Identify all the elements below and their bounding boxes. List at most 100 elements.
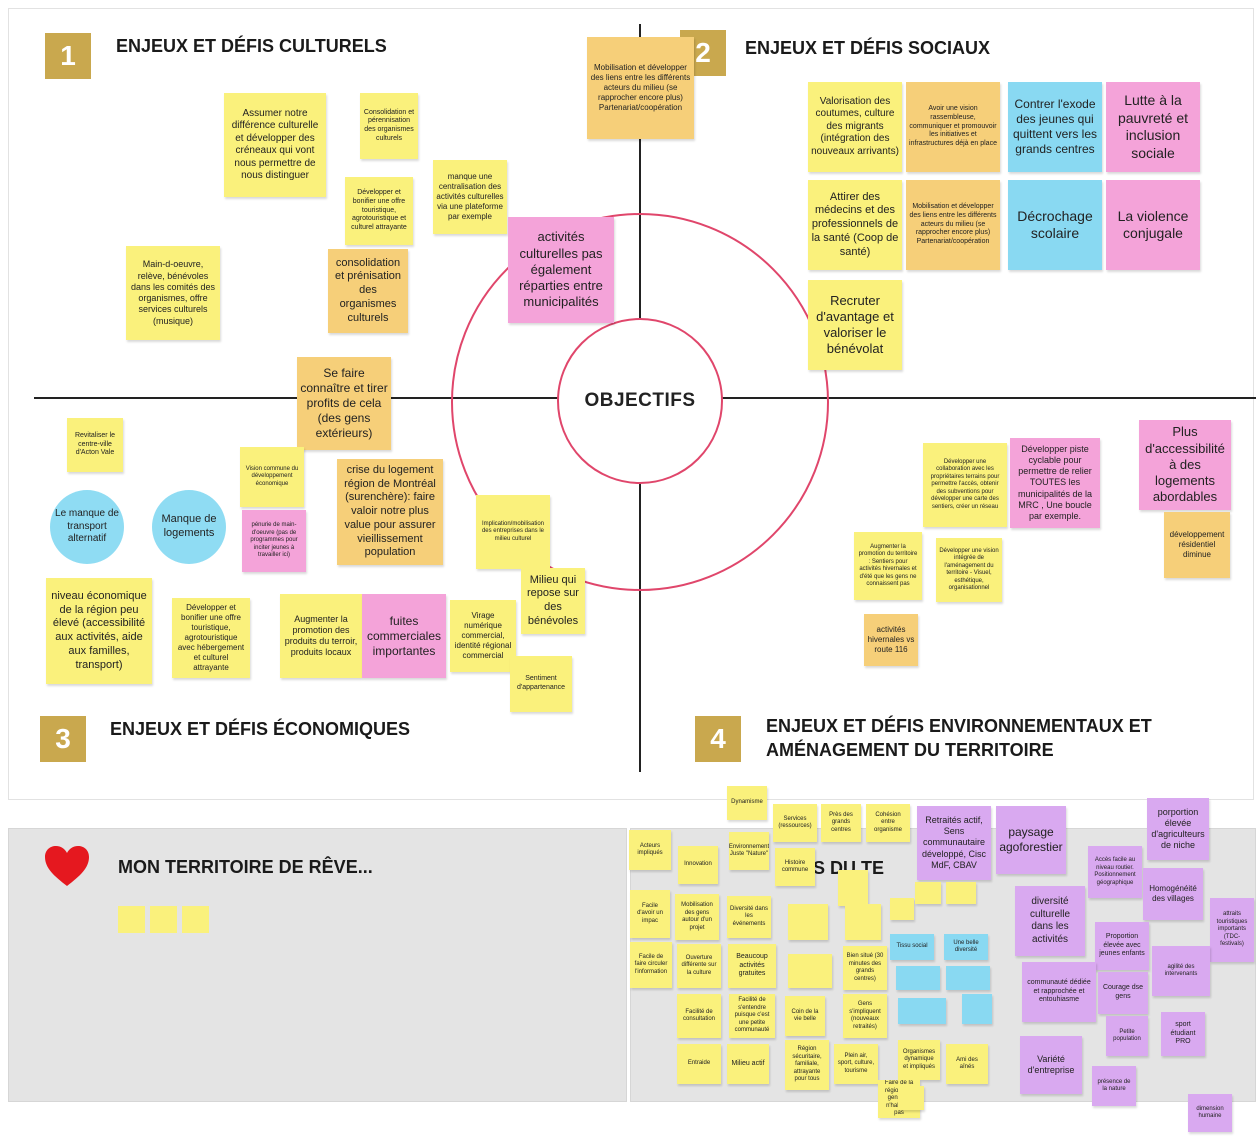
sticky-note[interactable] bbox=[946, 966, 990, 990]
sticky-note[interactable]: Recruter d'avantage et valoriser le béné… bbox=[808, 280, 902, 370]
sticky-note[interactable]: Mobilisation et développer des liens ent… bbox=[906, 180, 1000, 270]
circle-sticker[interactable]: Le manque de transport alternatif bbox=[50, 490, 124, 564]
sticky-note[interactable]: Assumer notre différence culturelle et d… bbox=[224, 93, 326, 197]
sticky-note[interactable]: Retraités actif, Sens communautaire déve… bbox=[917, 806, 991, 880]
sticky-note[interactable]: présence de la nature bbox=[1092, 1066, 1136, 1106]
sticky-note[interactable]: Région sécuritaire, familiale, attrayant… bbox=[785, 1040, 829, 1090]
sticky-note[interactable]: Développer une vision intégrée de l'amén… bbox=[936, 538, 1002, 602]
sticky-note[interactable]: Gens s'impliquent (nouveaux retraités) bbox=[843, 994, 887, 1038]
sticky-note[interactable]: crise du logement région de Montréal (su… bbox=[337, 459, 443, 565]
sticky-note[interactable] bbox=[890, 898, 914, 920]
sticky-note[interactable]: Revitaliser le centre-ville d'Acton Vale bbox=[67, 418, 123, 472]
sticky-note[interactable]: Développer une collaboration avec les pr… bbox=[923, 443, 1007, 527]
sticky-note[interactable]: Diversité dans les événements bbox=[727, 896, 771, 938]
sticky-note[interactable]: Entraide bbox=[677, 1044, 721, 1084]
sticky-note[interactable]: Plein air, sport, culture, tourisme bbox=[834, 1044, 878, 1084]
sticky-note[interactable]: Développer piste cyclable pour permettre… bbox=[1010, 438, 1100, 528]
sticky-note[interactable]: Sentiment d'appartenance bbox=[510, 656, 572, 712]
sticky-note[interactable]: Acteurs impliqués bbox=[629, 830, 671, 870]
sticky-note[interactable]: Milieu qui repose sur des bénévoles bbox=[521, 568, 585, 634]
sticky-note[interactable]: manque une centralisation des activités … bbox=[433, 160, 507, 234]
sticky-note[interactable] bbox=[946, 882, 976, 904]
sticky-note[interactable]: communauté dédiée et rapprochée et entou… bbox=[1022, 962, 1096, 1022]
sticky-note[interactable]: Services (ressources) bbox=[773, 804, 817, 842]
sticky-note[interactable]: Contrer l'exode des jeunes qui quittent … bbox=[1008, 82, 1102, 172]
sticky-note[interactable] bbox=[788, 954, 832, 988]
sticky-note[interactable] bbox=[896, 966, 940, 990]
sticky-note[interactable]: Une belle diversité bbox=[944, 934, 988, 960]
sticky-note[interactable]: Facile d'avoir un impac bbox=[630, 890, 670, 938]
objectives-label: OBJECTIFS bbox=[584, 390, 696, 411]
sticky-note[interactable]: Augmenter la promotion des produits du t… bbox=[280, 594, 362, 678]
sticky-note[interactable]: Facilité de consultation bbox=[677, 994, 721, 1038]
sticky-note[interactable]: Vision commune du développement économiq… bbox=[240, 447, 304, 507]
sticky-note[interactable]: Facile de faire circuler l'information bbox=[630, 942, 672, 988]
sticky-note[interactable]: Organismes dynamique et impliqués bbox=[898, 1040, 940, 1080]
sticky-note[interactable]: sport étudiant PRO bbox=[1161, 1012, 1205, 1056]
sticky-note[interactable]: Décrochage scolaire bbox=[1008, 180, 1102, 270]
sticky-note[interactable] bbox=[915, 882, 941, 904]
sticky-note[interactable]: activités culturelles pas également répa… bbox=[508, 217, 614, 323]
sticky-note[interactable]: Courage dse gens bbox=[1098, 972, 1148, 1014]
sticky-note[interactable]: La violence conjugale bbox=[1106, 180, 1200, 270]
sticky-note[interactable]: Environnement Juste "Nature" bbox=[729, 832, 769, 870]
sticky-note[interactable]: Bien situé (30 minutes des grands centre… bbox=[843, 946, 887, 990]
sticky-note[interactable]: Mobilisation et développer des liens ent… bbox=[587, 37, 694, 139]
sticky-note[interactable]: paysage agoforestier bbox=[996, 806, 1066, 874]
sticky-note[interactable] bbox=[788, 904, 828, 940]
sticky-note[interactable]: Innovation bbox=[678, 846, 718, 884]
empty-sticky-note[interactable] bbox=[182, 906, 209, 933]
sticky-note[interactable]: Avoir une vision rassembleuse, communiqu… bbox=[906, 82, 1000, 172]
sticky-note[interactable]: Beaucoup activités gratuites bbox=[728, 944, 776, 988]
sticky-note[interactable]: niveau économique de la région peu élevé… bbox=[46, 578, 152, 684]
sticky-note[interactable]: Coin de la vie belle bbox=[785, 996, 825, 1036]
sticky-note[interactable]: porportion élevée d'agriculteurs de nich… bbox=[1147, 798, 1209, 860]
sticky-note[interactable]: Variété d'entreprise bbox=[1020, 1036, 1082, 1094]
sticky-note[interactable]: Mobilisation des gens autour d'un projet bbox=[675, 894, 719, 940]
sticky-note[interactable]: agilité des intervenants bbox=[1152, 946, 1210, 996]
sticky-note[interactable]: activités hivernales vs route 116 bbox=[864, 614, 918, 666]
sticky-note[interactable]: Tissu social bbox=[890, 934, 934, 960]
sticky-note[interactable] bbox=[838, 870, 868, 906]
sticky-note[interactable]: Accès facile au niveau routier. Position… bbox=[1088, 846, 1142, 898]
sticky-note[interactable]: Virage numérique commercial, identité ré… bbox=[450, 600, 516, 672]
sticky-note[interactable]: Attirer des médecins et des professionne… bbox=[808, 180, 902, 270]
sticky-note[interactable]: Facilité de s'entendre puisque c'est une… bbox=[729, 994, 775, 1038]
sticky-note[interactable]: attraits touristiques importants (TDC-fe… bbox=[1210, 898, 1254, 962]
sticky-note[interactable]: Développer et bonifier une offre tourist… bbox=[172, 598, 250, 678]
empty-sticky-note[interactable] bbox=[118, 906, 145, 933]
sticky-note[interactable] bbox=[898, 1086, 924, 1110]
sticky-note[interactable]: Milieu actif bbox=[727, 1044, 769, 1084]
sticky-note[interactable]: Consolidation et pérennisation des organ… bbox=[360, 93, 418, 159]
sticky-note[interactable]: Augmenter la promotion du territoire : S… bbox=[854, 532, 922, 600]
sticky-note[interactable]: Près des grands centres bbox=[821, 804, 861, 842]
sticky-note[interactable] bbox=[962, 994, 992, 1024]
sticky-note[interactable]: Plus d'accessibilité à des logements abo… bbox=[1139, 420, 1231, 510]
sticky-note[interactable]: développement résidentiel diminue bbox=[1164, 512, 1230, 578]
sticky-note[interactable]: Proportion élevée avec jeunes enfants bbox=[1095, 922, 1149, 970]
sticky-note[interactable]: pénurie de main-d'oeuvre (pas de program… bbox=[242, 510, 306, 572]
sticky-note[interactable]: Développer et bonifier une offre tourist… bbox=[345, 177, 413, 245]
section-number-1: 1 bbox=[45, 33, 91, 79]
sticky-note[interactable]: consolidation et prénisation des organis… bbox=[328, 249, 408, 333]
reve-panel bbox=[8, 828, 627, 1102]
circle-sticker[interactable]: Manque de logements bbox=[152, 490, 226, 564]
sticky-note[interactable]: Lutte à la pauvreté et inclusion sociale bbox=[1106, 82, 1200, 172]
sticky-note[interactable]: Homogénéité des villages bbox=[1143, 868, 1203, 920]
sticky-note[interactable]: Main-d-oeuvre, relève, bénévoles dans le… bbox=[126, 246, 220, 340]
empty-sticky-note[interactable] bbox=[150, 906, 177, 933]
sticky-note[interactable]: Implication/mobilisation des entreprises… bbox=[476, 495, 550, 569]
sticky-note[interactable]: Histoire commune bbox=[775, 848, 815, 886]
sticky-note[interactable]: Ami des aînés bbox=[946, 1044, 988, 1084]
sticky-note[interactable]: Petite population bbox=[1106, 1016, 1148, 1056]
sticky-note[interactable] bbox=[845, 904, 881, 940]
sticky-note[interactable]: Ouverture différente sur la culture bbox=[677, 944, 721, 988]
sticky-note[interactable]: diversité culturelle dans les activités bbox=[1015, 886, 1085, 956]
sticky-note[interactable]: dimension humaine bbox=[1188, 1094, 1232, 1132]
sticky-note[interactable]: Dynamisme bbox=[727, 786, 767, 820]
sticky-note[interactable]: Cohésion entre organisme bbox=[866, 804, 910, 842]
sticky-note[interactable] bbox=[898, 998, 946, 1024]
sticky-note[interactable]: Se faire connaître et tirer profits de c… bbox=[297, 357, 391, 450]
sticky-note[interactable]: fuites commerciales importantes bbox=[362, 594, 446, 678]
sticky-note[interactable]: Valorisation des coutumes, culture des m… bbox=[808, 82, 902, 172]
